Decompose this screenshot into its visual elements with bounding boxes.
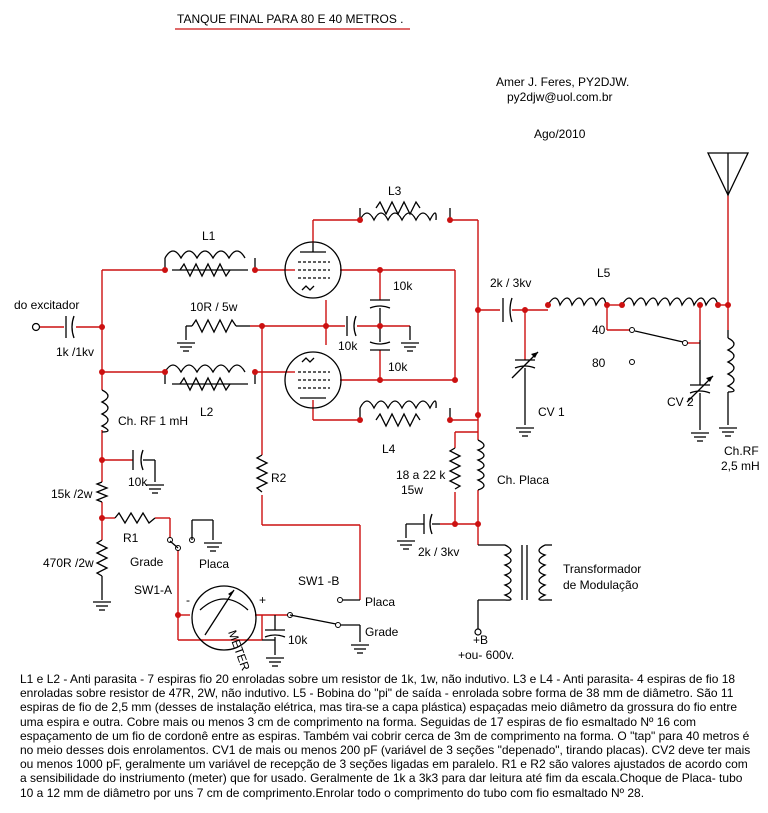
l1-inductor [164, 250, 256, 278]
label-transformador: Transformador [563, 562, 641, 576]
modulation-transformer [477, 544, 552, 630]
tube-upper [284, 241, 342, 299]
label-r2: R2 [271, 471, 287, 485]
plate-choke [476, 439, 485, 491]
band-switch [629, 327, 688, 365]
resistor-15k [95, 481, 109, 503]
label-10r: 10R / 5w [190, 300, 238, 314]
cap-10k-lower [369, 326, 391, 351]
author-email: py2djw@uol.com.br [507, 90, 613, 104]
title: TANQUE FINAL PARA 80 E 40 METROS . [177, 12, 404, 26]
meter-plus: + [259, 593, 266, 607]
label-ch-rf-1mh: Ch. RF 1 mH [118, 414, 188, 428]
resistor-10r [176, 318, 250, 352]
resistor-470r [92, 539, 112, 611]
label-10k-a: 10k [393, 279, 413, 293]
bypass-capacitor [396, 513, 440, 550]
component-notes: L1 e L2 - Anti parasita - 7 espiras fio … [20, 672, 751, 800]
label-2k-bypass: 2k / 3kv [418, 545, 459, 559]
output-capacitor [502, 297, 513, 323]
input-terminal [31, 322, 41, 332]
author-name: Amer J. Feres, PY2DJW. [496, 75, 629, 89]
label-10k-d: 10k [128, 475, 148, 489]
rf-choke-2-5mh [718, 330, 738, 437]
label-15k: 15k /2w [51, 487, 93, 501]
cap-10k-upper [369, 299, 391, 326]
switch-sw1a [167, 519, 223, 552]
label-cv1: CV 1 [538, 405, 565, 419]
label-tap-80: 80 [592, 356, 606, 370]
label-hv: +ou- 600v. [458, 648, 514, 662]
label-l3: L3 [388, 184, 402, 198]
label-de-modulacao: de Modulação [563, 578, 639, 592]
label-cv2: CV 2 [667, 395, 694, 409]
label-2k-out: 2k / 3kv [490, 276, 531, 290]
resistor-r1 [114, 511, 156, 525]
plus-b-terminal [474, 628, 482, 636]
label-470r: 470R /2w [43, 556, 94, 570]
label-l2: L2 [200, 405, 214, 419]
label-l1: L1 [202, 229, 216, 243]
label-input-cap: 1k /1kv [56, 345, 94, 359]
label-l4: L4 [382, 442, 396, 456]
label-l5: L5 [597, 266, 611, 280]
resistor-18-22k [448, 447, 462, 490]
l4-inductor [359, 400, 451, 428]
l5-coil [547, 297, 719, 307]
label-ch-rf-right: Ch.RF [724, 444, 759, 458]
label-do-excitador: do excitador [14, 298, 79, 312]
label-plus-b: +B [473, 633, 488, 647]
label-15w: 15w [401, 483, 423, 497]
resistor-r2 [255, 454, 269, 493]
cap-10k-center [346, 315, 357, 337]
label-10k-b: 10k [338, 339, 358, 353]
input-capacitor [65, 315, 75, 339]
label-sw1a: SW1-A [134, 583, 172, 597]
label-r1: R1 [123, 531, 139, 545]
rf-choke-1mh [100, 389, 109, 433]
meter: METER [191, 585, 257, 673]
antenna-icon [706, 152, 750, 197]
cv2-variable-capacitor [686, 340, 714, 442]
label-placa-1: Placa [199, 557, 229, 571]
l2-inductor [164, 364, 256, 392]
label-2-5mh: 2,5 mH [721, 459, 760, 473]
cv1-variable-capacitor [511, 351, 539, 437]
label-ch-placa: Ch. Placa [497, 473, 549, 487]
label-tap-40: 40 [592, 323, 606, 337]
switch-sw1b [287, 597, 370, 654]
label-18-22k: 18 a 22 k [396, 468, 446, 482]
label-sw1b: SW1 -B [298, 574, 339, 588]
tube-lower [284, 351, 342, 409]
label-grade-1: Grade [130, 555, 164, 569]
label-placa-2: Placa [365, 595, 395, 609]
label-10k-meter: 10k [288, 633, 308, 647]
label-10k-c: 10k [388, 360, 408, 374]
cap-10k-meter [262, 615, 286, 667]
label-grade-2: Grade [365, 625, 399, 639]
author-date: Ago/2010 [534, 127, 586, 141]
junction-dots [99, 217, 731, 618]
meter-label: METER [225, 628, 253, 673]
wiring [40, 195, 729, 641]
l3-inductor [359, 200, 451, 222]
meter-minus: - [186, 593, 190, 607]
cap-10k-left [132, 449, 165, 494]
